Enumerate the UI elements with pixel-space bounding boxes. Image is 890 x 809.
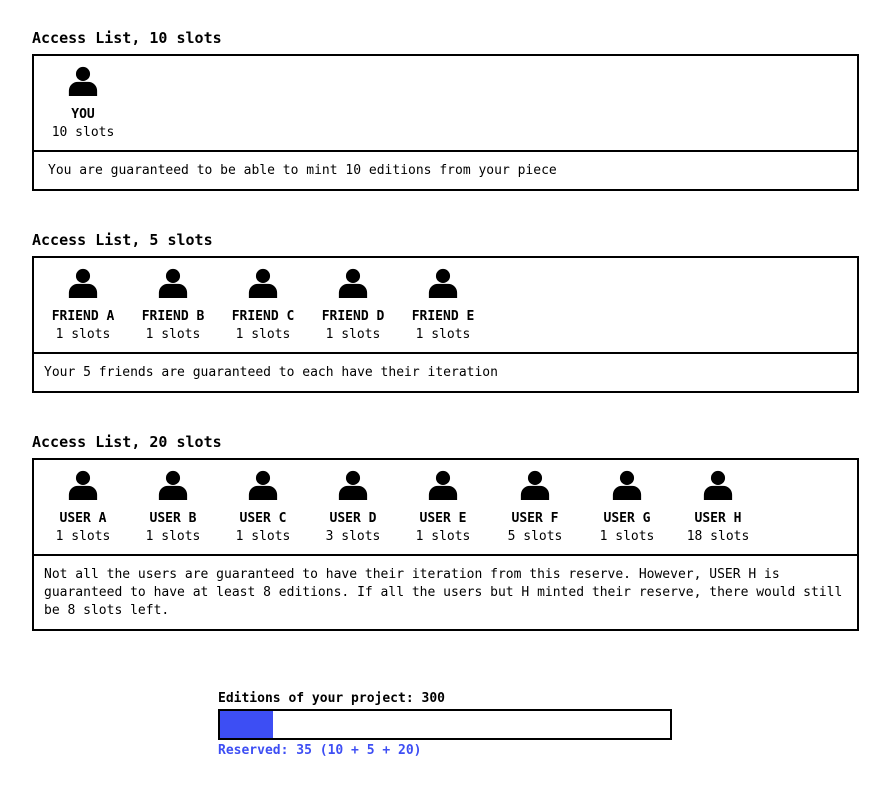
user-slots: 18 slots <box>686 529 750 544</box>
section-title: Access List, 5 slots <box>32 231 213 249</box>
user-slots: 1 slots <box>55 529 111 544</box>
user-name: USER C <box>239 511 287 526</box>
reserved-progress-bar <box>218 709 672 740</box>
user-name: FRIEND D <box>321 309 385 324</box>
user-name: FRIEND C <box>231 309 295 324</box>
user-name: USER A <box>59 511 107 526</box>
user-slots: 1 slots <box>325 327 381 342</box>
section-title: Access List, 10 slots <box>32 29 222 47</box>
user-card: USER F 5 slots <box>488 470 582 546</box>
user-icon <box>68 268 98 298</box>
user-card: FRIEND B 1 slots <box>128 268 218 344</box>
user-name: USER G <box>603 511 651 526</box>
user-card: USER G 1 slots <box>582 470 672 546</box>
user-row: YOU 10 slots <box>34 56 857 152</box>
user-row: USER A 1 slots USER B 1 slots USER C 1 s… <box>34 460 857 556</box>
user-name: FRIEND E <box>411 309 475 324</box>
user-name: USER E <box>419 511 467 526</box>
user-slots: 1 slots <box>235 529 291 544</box>
user-slots: 1 slots <box>235 327 291 342</box>
section-title: Access List, 20 slots <box>32 433 222 451</box>
user-card: USER D 3 slots <box>308 470 398 546</box>
user-icon <box>248 470 278 500</box>
user-card: FRIEND E 1 slots <box>398 268 488 344</box>
access-list-box: YOU 10 slots You are guaranteed to be ab… <box>32 54 859 191</box>
user-name: USER D <box>329 511 377 526</box>
user-card: FRIEND A 1 slots <box>38 268 128 344</box>
user-slots: 3 slots <box>325 529 381 544</box>
editions-progress: Editions of your project: 300 Reserved: … <box>218 690 672 760</box>
list-description: Your 5 friends are guaranteed to each ha… <box>44 365 498 380</box>
list-description: You are guaranteed to be able to mint 10… <box>48 163 557 178</box>
user-icon <box>338 268 368 298</box>
user-slots: 10 slots <box>51 125 115 140</box>
user-icon <box>520 470 550 500</box>
reserved-label: Reserved: 35 (10 + 5 + 20) <box>218 743 422 758</box>
user-card: USER A 1 slots <box>38 470 128 546</box>
user-icon <box>158 470 188 500</box>
user-slots: 1 slots <box>415 529 471 544</box>
access-list-box: FRIEND A 1 slots FRIEND B 1 slots FRIEND… <box>32 256 859 393</box>
user-icon <box>248 268 278 298</box>
access-list-10: Access List, 10 slots YOU 10 slots You a… <box>32 29 859 191</box>
user-slots: 1 slots <box>145 529 201 544</box>
user-slots: 1 slots <box>415 327 471 342</box>
access-list-box: USER A 1 slots USER B 1 slots USER C 1 s… <box>32 458 859 631</box>
user-card: USER B 1 slots <box>128 470 218 546</box>
user-slots: 1 slots <box>599 529 655 544</box>
user-card: USER E 1 slots <box>398 470 488 546</box>
user-name: USER B <box>149 511 197 526</box>
editions-title: Editions of your project: 300 <box>218 691 445 706</box>
user-slots: 1 slots <box>55 327 111 342</box>
user-card: FRIEND C 1 slots <box>218 268 308 344</box>
access-list-20: Access List, 20 slots USER A 1 slots USE… <box>32 433 859 631</box>
user-slots: 5 slots <box>507 529 563 544</box>
reserved-progress-fill <box>220 711 273 738</box>
access-list-5: Access List, 5 slots FRIEND A 1 slots FR… <box>32 231 859 393</box>
user-name: FRIEND A <box>51 309 115 324</box>
user-icon <box>428 470 458 500</box>
user-icon <box>612 470 642 500</box>
user-icon <box>338 470 368 500</box>
list-description: Not all the users are guaranteed to have… <box>44 567 843 618</box>
user-icon <box>68 470 98 500</box>
user-name: USER F <box>511 511 559 526</box>
user-name: YOU <box>71 107 95 122</box>
user-name: FRIEND B <box>141 309 205 324</box>
user-card: USER H 18 slots <box>672 470 764 546</box>
user-icon <box>68 66 98 96</box>
user-name: USER H <box>694 511 742 526</box>
user-card: YOU 10 slots <box>38 66 128 142</box>
user-row: FRIEND A 1 slots FRIEND B 1 slots FRIEND… <box>34 258 857 354</box>
user-icon <box>428 268 458 298</box>
user-card: USER C 1 slots <box>218 470 308 546</box>
user-icon <box>703 470 733 500</box>
user-icon <box>158 268 188 298</box>
user-card: FRIEND D 1 slots <box>308 268 398 344</box>
user-slots: 1 slots <box>145 327 201 342</box>
